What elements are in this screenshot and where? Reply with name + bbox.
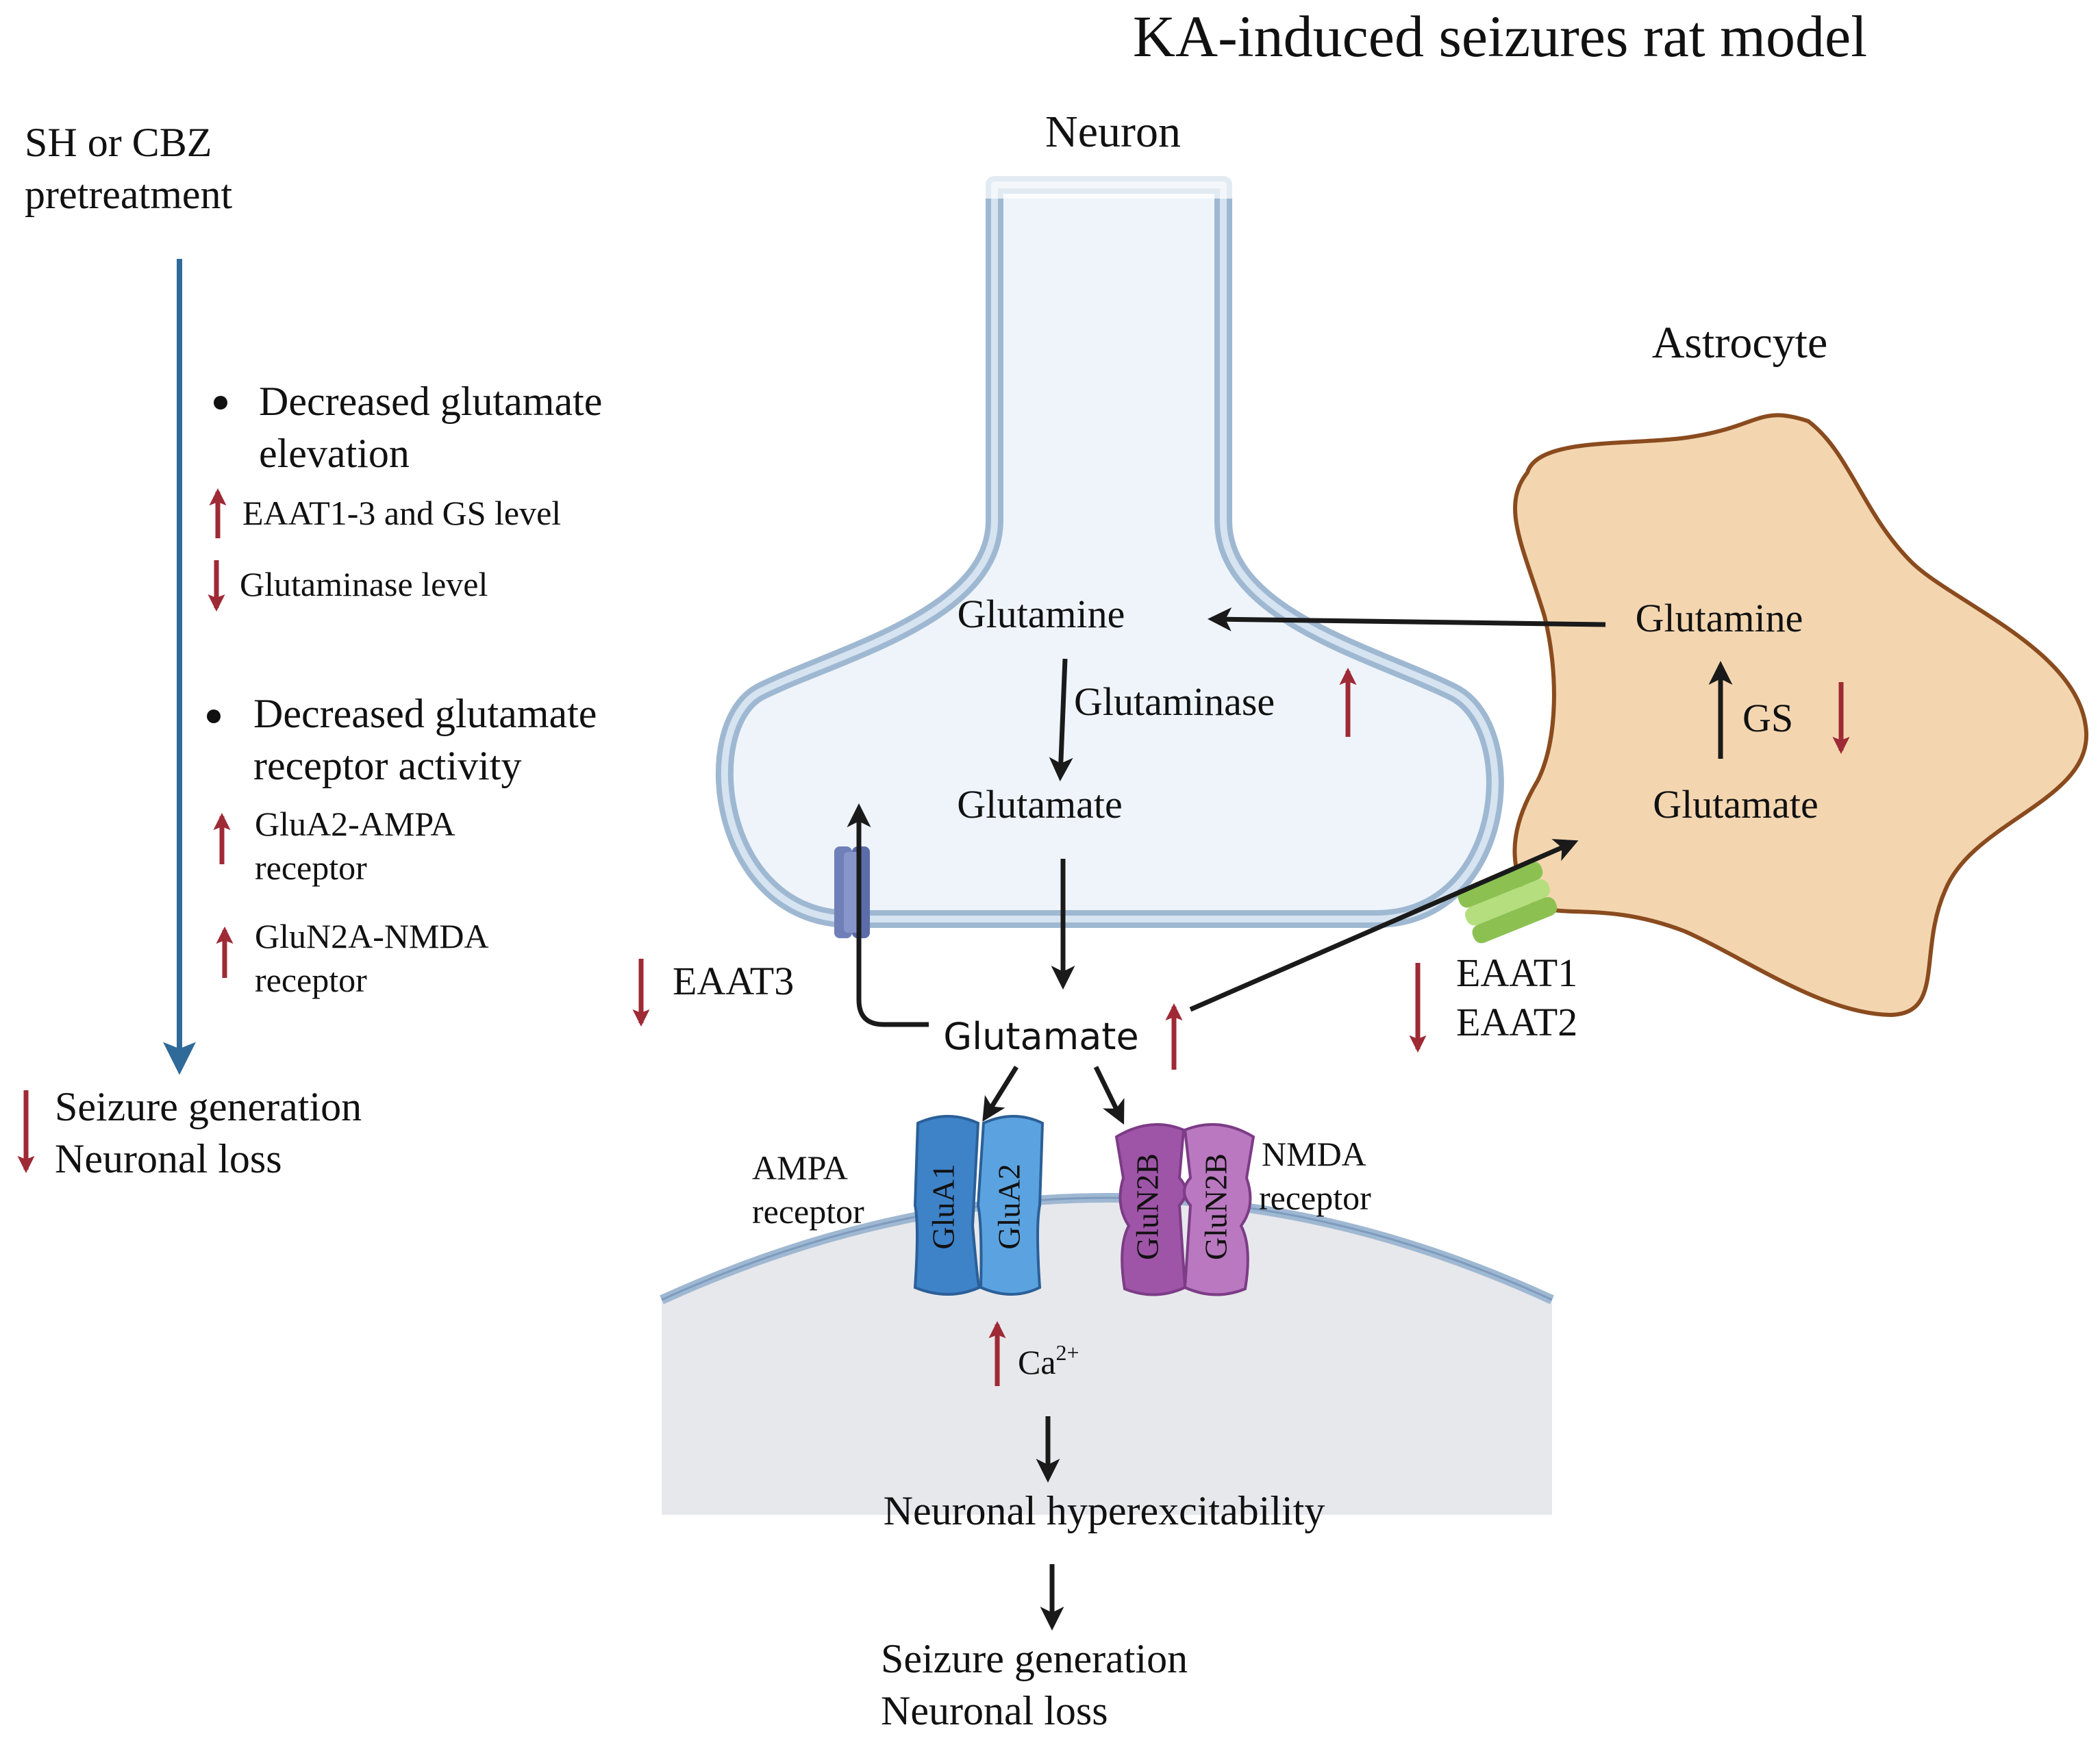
astrocyte-label: Astrocyte [1652, 318, 1828, 368]
arrow-glutamine-to-glutamate [1049, 658, 1073, 781]
eaat3-transporter [834, 846, 870, 938]
astrocyte-glutamate: Glutamate [1653, 782, 1818, 827]
glun2b-right-label: GluN2B [1199, 1153, 1234, 1260]
left-outcome-line2: Neuronal loss [55, 1136, 282, 1181]
arrow-glutamine-shuttle [1208, 607, 1606, 631]
left-outcome-line1: Seizure generation [55, 1084, 362, 1129]
arrow-to-nmda [1093, 1066, 1125, 1125]
outcome-line1: Seizure generation [881, 1636, 1188, 1681]
glua1-label: GluA1 [926, 1164, 961, 1249]
pretreatment-label-line2: pretreatment [25, 172, 232, 217]
glua2-text-line1: GluA2-AMPA [255, 805, 455, 843]
astrocyte-gs: GS [1742, 696, 1793, 740]
cleft-glutamate: Glutamate [943, 1015, 1138, 1058]
eaat1-eaat2-transporter [1458, 861, 1558, 944]
eaat2-label: EAAT2 [1456, 1000, 1577, 1044]
glun2a-text-line2: receptor [255, 961, 367, 999]
bullet1-line2: elevation [259, 431, 410, 476]
calcium-charge: 2+ [1056, 1340, 1079, 1365]
astrocyte: Astrocyte Glutamine GS Glutamate [1512, 318, 2089, 1018]
eaat1-label: EAAT1 [1456, 951, 1577, 995]
hyperexcitability-label: Neuronal hyperexcitability [884, 1488, 1325, 1533]
pretreatment-label-line1: SH or CBZ [25, 120, 212, 165]
neuron-glutamate: Glutamate [957, 782, 1123, 827]
glua2-text-line2: receptor [255, 849, 367, 887]
arrow-to-ampa [982, 1066, 1018, 1122]
arrow-eaat3-reuptake [847, 803, 929, 1027]
bullet-dot-1 [214, 396, 227, 410]
outcome-line2: Neuronal loss [881, 1688, 1108, 1733]
postsynaptic-body [662, 1198, 1552, 1515]
glua2-label: GluA2 [992, 1164, 1027, 1249]
ampa-label-line2: receptor [752, 1192, 864, 1231]
arrow-eaat1-2-uptake [1189, 839, 1579, 1012]
ampa-label-line1: AMPA [752, 1148, 848, 1187]
astrocyte-glutamine: Glutamine [1636, 596, 1803, 640]
presynaptic-neuron: Neuron Glutamine Glutaminase Glutamate [715, 107, 1504, 990]
nmda-receptor: GluN2B GluN2B [1114, 1123, 1255, 1296]
nmda-label-line1: NMDA [1262, 1135, 1366, 1173]
calcium-label: Ca2+ [1018, 1340, 1079, 1381]
ampa-receptor: GluA1 GluA2 [913, 1115, 1045, 1296]
bullet2-line1: Decreased glutamate [253, 691, 597, 736]
calcium-symbol: Ca [1018, 1343, 1056, 1381]
nmda-label-line2: receptor [1259, 1179, 1371, 1217]
neuron-label: Neuron [1045, 107, 1181, 157]
postsynaptic-neuron [660, 1193, 1554, 1515]
bullet1-line1: Decreased glutamate [259, 379, 602, 424]
eaat-gs-level-text: EAAT1-3 and GS level [242, 494, 561, 532]
diagram-title: KA-induced seizures rat model [1133, 3, 1867, 69]
glun2b-left-label: GluN2B [1130, 1153, 1165, 1260]
eaat3-label: EAAT3 [673, 959, 794, 1003]
glutaminase-level-text: Glutaminase level [240, 565, 488, 603]
left-panel: SH or CBZ pretreatment Decreased glutama… [17, 120, 602, 1181]
bullet-dot-2 [207, 709, 221, 723]
astrocyte-body [1512, 413, 2089, 1018]
glun2a-text-line1: GluN2A-NMDA [255, 917, 489, 955]
bullet2-line2: receptor activity [253, 743, 521, 788]
neuron-glutamine: Glutamine [958, 592, 1125, 636]
neuron-glutaminase: Glutaminase [1074, 679, 1275, 724]
